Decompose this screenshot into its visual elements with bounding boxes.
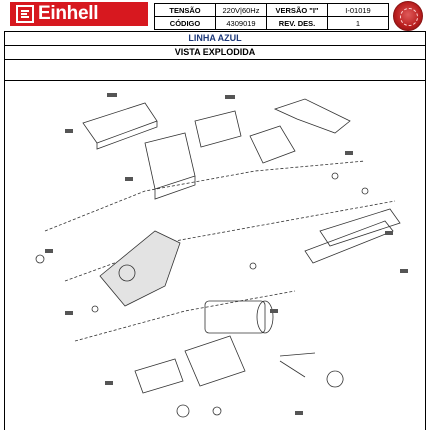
part-blade: [279, 352, 316, 378]
spec-table: TENSÃO 220V|60Hz VERSÃO "I" I-01019 CÓDI…: [154, 3, 389, 30]
part-plate-top-left: [82, 102, 158, 144]
part-rail-cover: [319, 208, 401, 247]
line-name: LINHA AZUL: [4, 31, 426, 46]
spec-label-code: CÓDIGO: [154, 16, 216, 30]
spacer-row: [4, 59, 426, 81]
part-block-top: [249, 125, 296, 164]
part-bearing: [118, 264, 136, 282]
brand-name: Einhell: [38, 3, 99, 24]
spec-label-revision: REV. DES.: [266, 16, 328, 30]
spec-row: CÓDIGO 4309019 REV. DES. 1: [154, 16, 389, 30]
spec-value-version: I-01019: [327, 3, 389, 17]
exploded-view-drawing: [35, 93, 408, 418]
quality-seal-icon: [393, 1, 423, 31]
part-plate-edge: [96, 121, 158, 150]
spec-value-revision: 1: [327, 16, 389, 30]
brand-logo-icon: [16, 5, 34, 23]
spec-label-version: VERSÃO "I": [266, 3, 328, 17]
spec-row: TENSÃO 220V|60Hz VERSÃO "I" I-01019: [154, 3, 389, 17]
brand-logo: Einhell: [10, 2, 148, 26]
exploded-view-diagram: [4, 81, 426, 430]
spec-value-code: 4309019: [215, 16, 267, 30]
part-motor: [204, 300, 266, 334]
part-casting: [99, 230, 181, 307]
spec-value-voltage: 220V|60Hz: [215, 3, 267, 17]
spec-label-voltage: TENSÃO: [154, 3, 216, 17]
part-rail: [304, 220, 394, 264]
part-gearbox: [184, 335, 246, 387]
part-ring: [326, 370, 344, 388]
header: Einhell TENSÃO 220V|60Hz VERSÃO "I" I-01…: [4, 0, 426, 31]
section-title: VISTA EXPLODIDA: [4, 45, 426, 60]
part-cover-plate: [134, 358, 184, 394]
part-bracket: [194, 110, 242, 148]
part-housing-block: [144, 132, 196, 190]
part-arm-top: [273, 98, 351, 134]
